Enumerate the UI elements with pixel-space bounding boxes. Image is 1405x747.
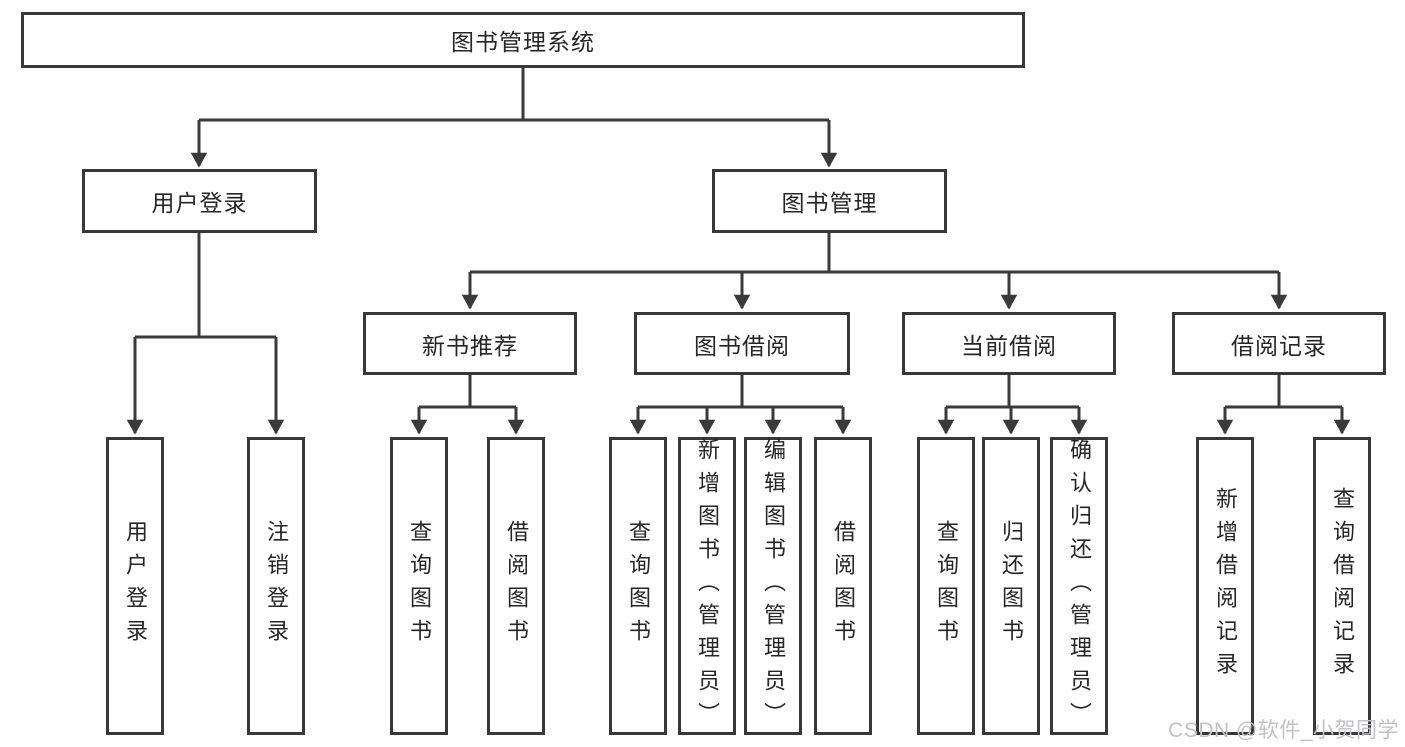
- leaf-user-login: 用户登录: [106, 437, 164, 735]
- node-current-borrow: 当前借阅: [902, 312, 1116, 375]
- connector-borrow-record-split: [1225, 375, 1342, 409]
- leaf-query-borrow-record: 查询借阅记录: [1313, 437, 1371, 735]
- node-user-login: 用户登录: [82, 169, 317, 233]
- leaf-label: 查询图书: [626, 520, 651, 652]
- node-new-book-recommend: 新书推荐: [363, 312, 577, 375]
- csdn-watermark: CSDN @软件_小贺同学: [1168, 719, 1399, 742]
- leaf-label: 新增图书（管理员）: [695, 437, 720, 735]
- connector-book-borrow-split: [638, 375, 843, 409]
- leaf-label: 确认归还（管理员）: [1067, 437, 1092, 735]
- leaf-label: 注销登录: [264, 520, 289, 652]
- leaf-add-book-admin: 新增图书（管理员）: [678, 437, 736, 735]
- node-borrow-record-label: 借阅记录: [1231, 332, 1327, 359]
- leaf-label: 查询图书: [934, 520, 959, 652]
- connector-user-login-split: [135, 233, 276, 339]
- connector-root-split: [199, 67, 829, 122]
- leaf-edit-book-admin: 编辑图书（管理员）: [744, 437, 802, 735]
- leaf-query-books-recommend: 查询图书: [390, 437, 448, 735]
- leaf-label: 新增借阅记录: [1213, 487, 1238, 685]
- connector-current-borrow-split: [946, 375, 1079, 409]
- leaf-add-borrow-record: 新增借阅记录: [1196, 437, 1254, 735]
- node-user-login-label: 用户登录: [151, 190, 248, 216]
- leaf-return-books: 归还图书: [982, 437, 1040, 735]
- node-borrow-record: 借阅记录: [1172, 312, 1386, 375]
- leaf-label: 查询图书: [407, 520, 432, 652]
- node-book-borrow-label: 图书借阅: [694, 332, 790, 359]
- leaf-label: 借阅图书: [504, 520, 529, 652]
- leaf-borrow-books: 借阅图书: [814, 437, 872, 735]
- node-book-management: 图书管理: [712, 169, 947, 233]
- node-new-book-recommend-label: 新书推荐: [422, 332, 518, 359]
- leaf-label: 查询借阅记录: [1330, 487, 1355, 685]
- leaf-query-books-current: 查询图书: [917, 437, 975, 735]
- leaf-confirm-return-admin: 确认归还（管理员）: [1050, 437, 1108, 735]
- leaf-label: 借阅图书: [831, 520, 856, 652]
- node-book-borrow: 图书借阅: [634, 312, 850, 375]
- connector-new-book-split: [419, 375, 516, 409]
- leaf-query-books-borrow: 查询图书: [609, 437, 667, 735]
- connector-book-management-split: [470, 233, 1279, 274]
- node-book-management-label: 图书管理: [781, 190, 878, 216]
- leaf-label: 编辑图书（管理员）: [761, 437, 786, 735]
- node-root-label: 图书管理系统: [451, 29, 595, 55]
- node-current-borrow-label: 当前借阅: [961, 332, 1057, 359]
- node-root: 图书管理系统: [21, 12, 1025, 68]
- leaf-borrow-books-recommend: 借阅图书: [487, 437, 545, 735]
- leaf-logout: 注销登录: [247, 437, 305, 735]
- leaf-label: 归还图书: [999, 520, 1024, 652]
- leaf-label: 用户登录: [123, 520, 148, 652]
